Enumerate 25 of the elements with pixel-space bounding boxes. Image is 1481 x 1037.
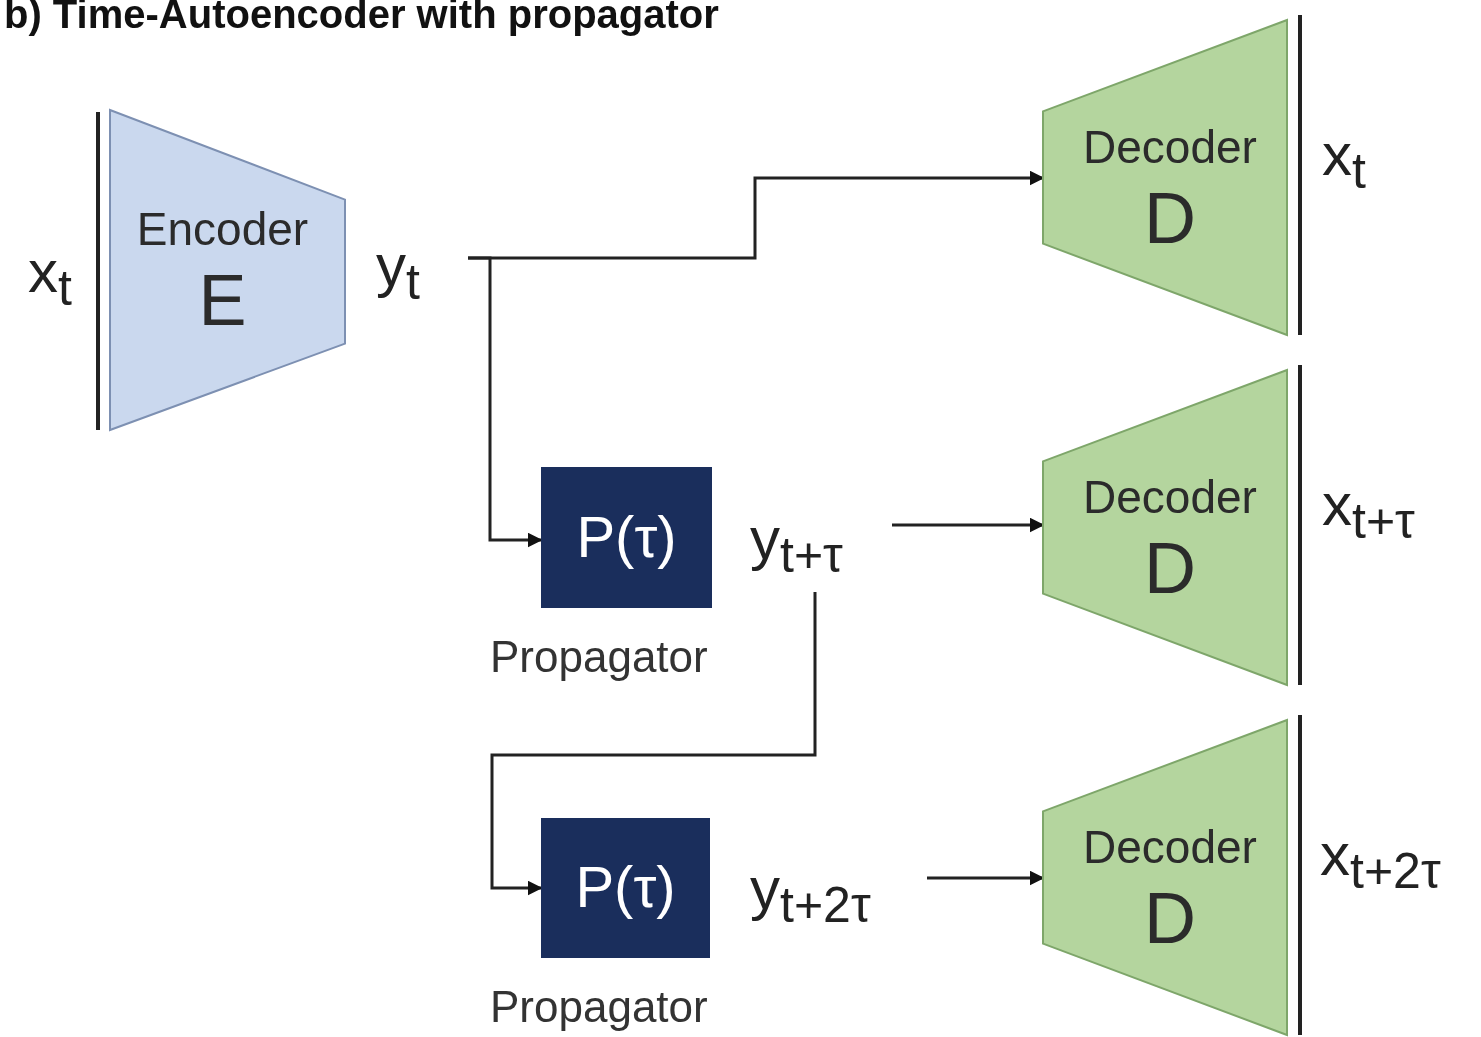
propagator-block (541, 467, 712, 608)
block-letter: E (197, 264, 248, 336)
variable-label: x$_{t+τ}$ (1322, 475, 1415, 546)
propagator-block (541, 818, 710, 958)
block-letter: D (1143, 181, 1197, 254)
variable-label: y$_{t}$ (376, 236, 420, 307)
decoder-trapezoid (1043, 370, 1287, 685)
node-label: Propagator (490, 635, 708, 679)
arrow (490, 592, 817, 896)
variable-label: y$_{t+2τ}$ (750, 859, 871, 930)
block-title: Decoder (1082, 123, 1258, 170)
node-label: Propagator (490, 985, 708, 1029)
variable-label: x$_{t+2τ}$ (1320, 825, 1441, 896)
block-title: Decoder (1082, 473, 1258, 520)
variable-label: y$_{t+τ}$ (750, 509, 843, 580)
block-title: Encoder (135, 206, 310, 252)
block-letter: D (1143, 531, 1197, 604)
decoder-trapezoid (1043, 20, 1287, 335)
variable-label: x$_{t}$ (28, 242, 72, 313)
decoder-trapezoid (1043, 720, 1287, 1035)
arrow (468, 256, 543, 548)
block-title: Decoder (1082, 823, 1258, 870)
variable-label: x$_{t}$ (1322, 125, 1366, 196)
encoder-trapezoid (110, 110, 345, 430)
block-letter: D (1143, 881, 1197, 954)
